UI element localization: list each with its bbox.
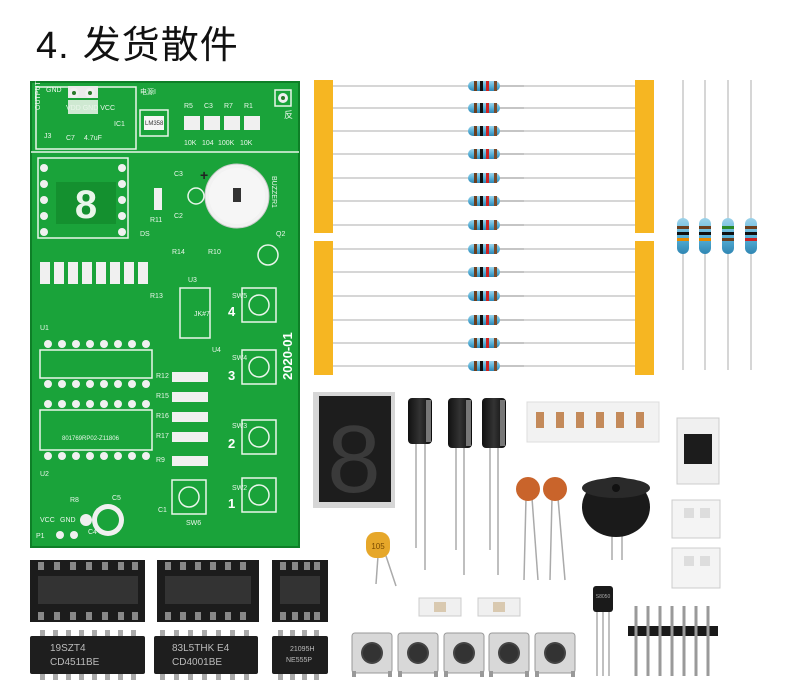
smd-ic-chip: [676, 417, 720, 485]
pcb-label-r14: R14: [172, 249, 185, 256]
pcb-label-buzzer: BUZZER1: [270, 176, 277, 208]
ceramic-capacitors: [516, 477, 567, 581]
capacitor-105: 105: [366, 532, 397, 587]
dip-chips: 19SZT4 CD4511BE 83L5THK E4 CD4001BE 2109…: [30, 630, 328, 680]
title-number: 4.: [36, 25, 70, 67]
pcb-label-c4: C4: [88, 529, 97, 536]
pcb-label-gnd2: GND: [60, 517, 76, 524]
pcb-label-u3: U3: [188, 277, 197, 284]
page-title: 4. 发货散件: [36, 14, 239, 69]
ic3-line2: NE555P: [286, 657, 312, 664]
ic2-line1: 83L5THK E4: [172, 643, 230, 654]
smd-parts: [418, 597, 521, 617]
pcb-label-r7: R7: [224, 103, 233, 110]
pcb-label-10k-2: 10K: [240, 140, 253, 147]
pcb-label-lm358: LM358: [145, 121, 164, 127]
title-text: 发货散件: [82, 23, 239, 67]
pcb-label-r9: R9: [156, 457, 165, 464]
push-buttons: [351, 632, 576, 678]
pcb-label-p1: P1: [36, 533, 45, 540]
pcb-label-3: 3: [228, 368, 235, 383]
pcb-label-r17: R17: [156, 433, 169, 440]
pcb-label-r16: R16: [156, 413, 169, 420]
svg-text:+: +: [200, 167, 208, 183]
pcb-label-r10: R10: [208, 249, 221, 256]
pcb-label-r1: R1: [244, 103, 253, 110]
seven-segment-digit: 8: [327, 406, 380, 513]
transistor-label: S8050: [596, 594, 611, 600]
pcb-label-4: 4: [228, 304, 236, 319]
pcb-label-c7-value: 4.7uF: [84, 135, 102, 142]
resistor-tape: [314, 80, 654, 375]
pcb-label-sw3: SW3: [232, 423, 247, 430]
pcb-label-c1: C1: [158, 507, 167, 514]
pcb-label-ds: DS: [140, 231, 150, 238]
pcb-label-c2: C2: [174, 213, 183, 220]
pcb-label-r5: R5: [184, 103, 193, 110]
pin-header: [628, 606, 718, 676]
buzzer: [582, 477, 650, 560]
pcb-label-ic1: IC1: [114, 121, 125, 128]
pcb-label-sw5: SW5: [232, 293, 247, 300]
pcb-label-j3: J3: [44, 133, 52, 140]
pcb-label-vdd: VDD GND VCC: [66, 105, 115, 112]
ic1-line1: 19SZT4: [50, 643, 86, 654]
pcb-label-c3: C3: [174, 171, 183, 178]
pcb-label-gnd: GND: [46, 87, 62, 94]
pcb-label-100k: 100K: [218, 140, 235, 147]
pcb-label-q2: Q2: [276, 231, 285, 238]
white-connectors: [671, 499, 721, 589]
pcb-label-r12: R12: [156, 373, 169, 380]
pcb-label-sw2: SW2: [232, 485, 247, 492]
ic2-line2: CD4001BE: [172, 657, 222, 668]
pcb-label-u1: U1: [40, 325, 49, 332]
transistor: S8050: [593, 586, 613, 676]
pcb-label-vcc: VCC: [40, 517, 55, 524]
ic3-line1: 21095H: [290, 646, 315, 653]
pcb-label-date: 2020-01: [280, 332, 295, 380]
pcb-label-output: OUTPUT: [35, 81, 42, 111]
pcb-label-jk7: JK#7: [194, 311, 210, 318]
svg-text:8: 8: [75, 183, 97, 227]
loose-resistors: [677, 80, 757, 370]
electrolytic-capacitors: [408, 398, 506, 575]
pcb-label-r8: R8: [70, 497, 79, 504]
seven-segment-display: 8: [313, 392, 395, 513]
capacitor-105-label: 105: [371, 542, 385, 551]
pcb-label-chipcode: 801769RP02-Z11806: [62, 436, 120, 442]
pcb-label-10k: 10K: [184, 140, 197, 147]
pcb-label-sw6: SW6: [186, 520, 201, 527]
pcb-label-r11: R11: [150, 217, 162, 224]
pcb-label-u2: U2: [40, 471, 49, 478]
diode-tape: [526, 401, 660, 443]
pcb-label-fan: 反: [284, 110, 293, 120]
pcb-label-mic: 电源I: [140, 87, 156, 96]
pcb-label-r15: R15: [156, 393, 169, 400]
pcb-board: 8 +: [30, 81, 300, 548]
ic-sockets: [30, 560, 328, 622]
pcb-label-2: 2: [228, 436, 235, 451]
pcb-label-c3top: C3: [204, 103, 213, 110]
pcb-label-1: 1: [228, 496, 235, 511]
pcb-label-u4: U4: [212, 347, 221, 354]
pcb-label-r13: R13: [150, 293, 163, 300]
pcb-label-c5: C5: [112, 495, 121, 502]
pcb-label-104: 104: [202, 140, 214, 147]
pcb-label-c7: C7: [66, 135, 75, 142]
ic1-line2: CD4511BE: [50, 657, 100, 668]
pcb-label-sw4: SW4: [232, 355, 247, 362]
